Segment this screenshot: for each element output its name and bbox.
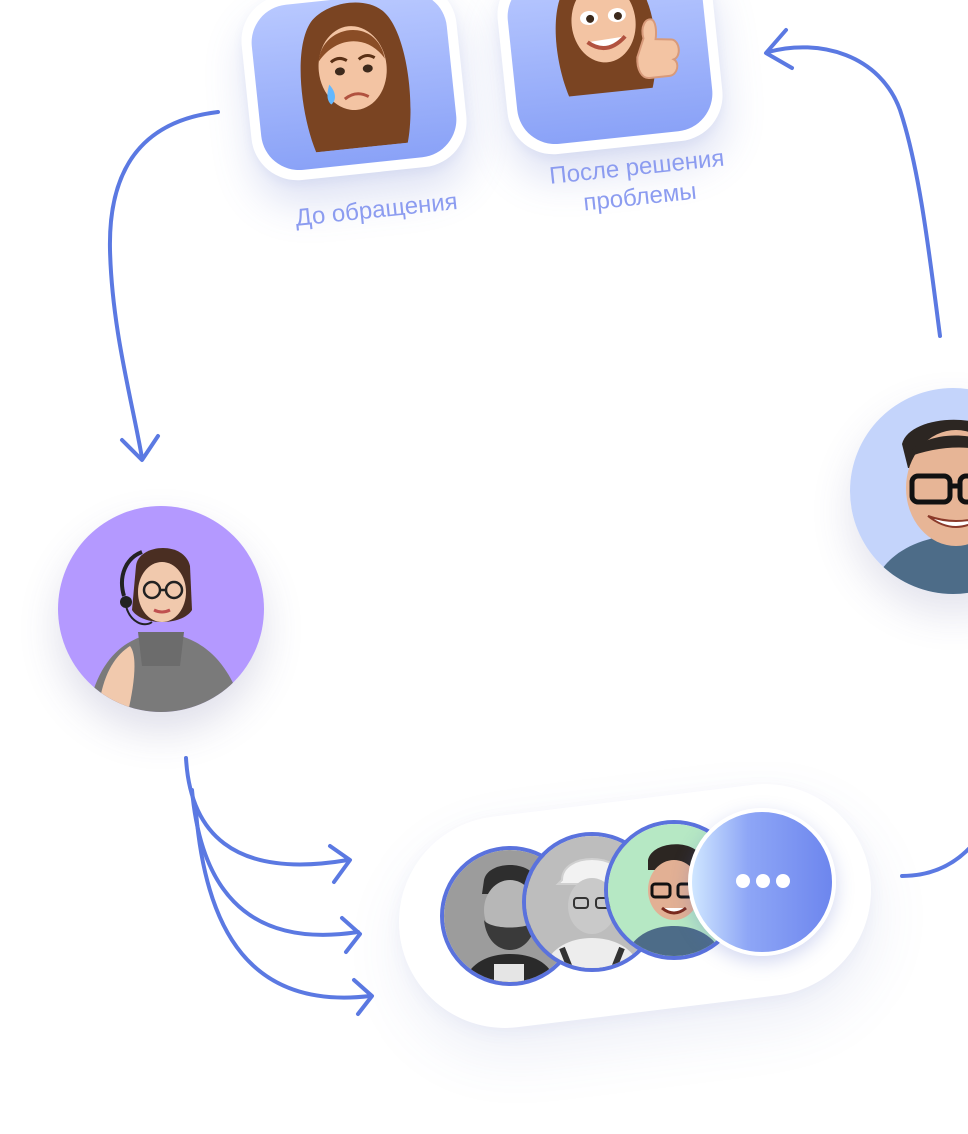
more-executors-button[interactable] [688, 808, 836, 956]
client-avatar [850, 388, 968, 594]
state-before-card [236, 0, 472, 185]
happy-thumbs-up-memoji-icon [555, 0, 680, 97]
arrow-to-agent [107, 110, 220, 460]
more-dot-1 [736, 874, 750, 888]
arrow-agent-to-executors-3 [194, 810, 372, 1000]
state-after-card [492, 0, 728, 159]
state-before-label: До обращения [294, 187, 459, 232]
more-dot-2 [756, 874, 770, 888]
arrow-agent-to-executors-1 [184, 756, 350, 867]
arrow-to-agent-head [120, 434, 160, 462]
state-after-label: После решения проблемы [548, 144, 726, 217]
arrow-to-after [766, 45, 942, 338]
arrow-agent-to-executors-2-head [340, 916, 362, 954]
arrow-agent-to-executors-1-head [328, 844, 352, 884]
arrow-agent-to-executors-3-head [352, 978, 374, 1016]
arrow-agent-to-executors-2 [190, 788, 360, 937]
arrow-from-executors [900, 846, 968, 878]
support-agent-avatar [58, 506, 264, 712]
arrow-to-after-head [764, 28, 794, 70]
more-dot-3 [776, 874, 790, 888]
sad-memoji-icon [300, 2, 411, 153]
